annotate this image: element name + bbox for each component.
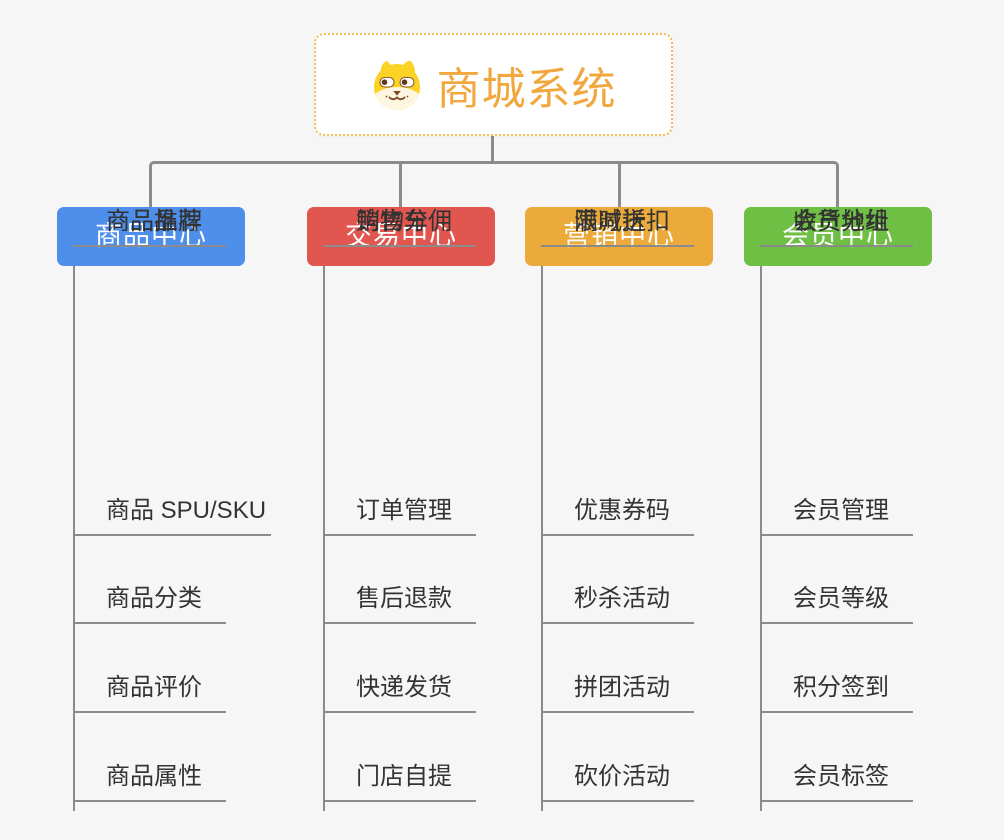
leaf-item[interactable]: 快递发货 <box>323 673 476 713</box>
branch-product-center: 商品中心 商品 SPU/SKU 商品分类 商品评价 商品属性 商品推荐 商品品牌 <box>57 207 307 817</box>
branch-trunk-line <box>73 266 75 811</box>
leaf-item[interactable]: 商品 SPU/SKU <box>73 496 271 536</box>
leaf-item[interactable]: 门店自提 <box>323 762 476 802</box>
root-node[interactable]: 商城系统 <box>314 33 673 136</box>
leaf-item[interactable]: 秒杀活动 <box>541 584 694 624</box>
leaf-item[interactable]: 销售分佣 <box>323 207 476 247</box>
branch-drop-connector <box>618 163 621 207</box>
leaf-item[interactable]: 会员等级 <box>760 584 913 624</box>
branch-drop-connector <box>399 163 402 207</box>
branch-trunk-line <box>760 266 762 811</box>
branch-marketing-center: 营销中心 优惠券码 秒杀活动 拼团活动 砍价活动 限时折扣 满减送 <box>525 207 775 817</box>
root-title: 商城系统 <box>436 64 617 114</box>
branch-trunk-line <box>323 266 325 811</box>
branch-bus-connector <box>149 161 839 207</box>
branch-member-center: 会员中心 会员管理 会员等级 积分签到 会员标签 会员分组 收货地址 <box>744 207 994 817</box>
leaf-item[interactable]: 积分签到 <box>760 673 913 713</box>
leaf-item[interactable]: 砍价活动 <box>541 762 694 802</box>
leaf-item[interactable]: 优惠券码 <box>541 496 694 536</box>
leaf-item[interactable]: 拼团活动 <box>541 673 694 713</box>
leaf-item[interactable]: 商品评价 <box>73 673 226 713</box>
root-stem-connector <box>491 136 494 163</box>
leaf-item[interactable]: 商品属性 <box>73 762 226 802</box>
leaf-item[interactable]: 订单管理 <box>323 496 476 536</box>
leaf-item[interactable]: 会员标签 <box>760 762 913 802</box>
leaf-item[interactable]: 商品分类 <box>73 584 226 624</box>
leaf-item[interactable]: 满减送 <box>541 207 671 247</box>
branch-header-member-center[interactable]: 会员中心 <box>744 207 932 266</box>
branch-trade-center: 交易中心 订单管理 售后退款 快递发货 门店自提 购物车 销售分佣 <box>307 207 557 817</box>
leaf-item[interactable]: 售后退款 <box>323 584 476 624</box>
leaf-item[interactable]: 会员管理 <box>760 496 913 536</box>
leaf-item[interactable]: 商品品牌 <box>73 207 226 247</box>
dog-face-icon <box>371 59 423 111</box>
branch-header-marketing-center[interactable]: 营销中心 <box>525 207 713 266</box>
leaf-item[interactable]: 收货地址 <box>760 207 913 247</box>
branch-trunk-line <box>541 266 543 811</box>
